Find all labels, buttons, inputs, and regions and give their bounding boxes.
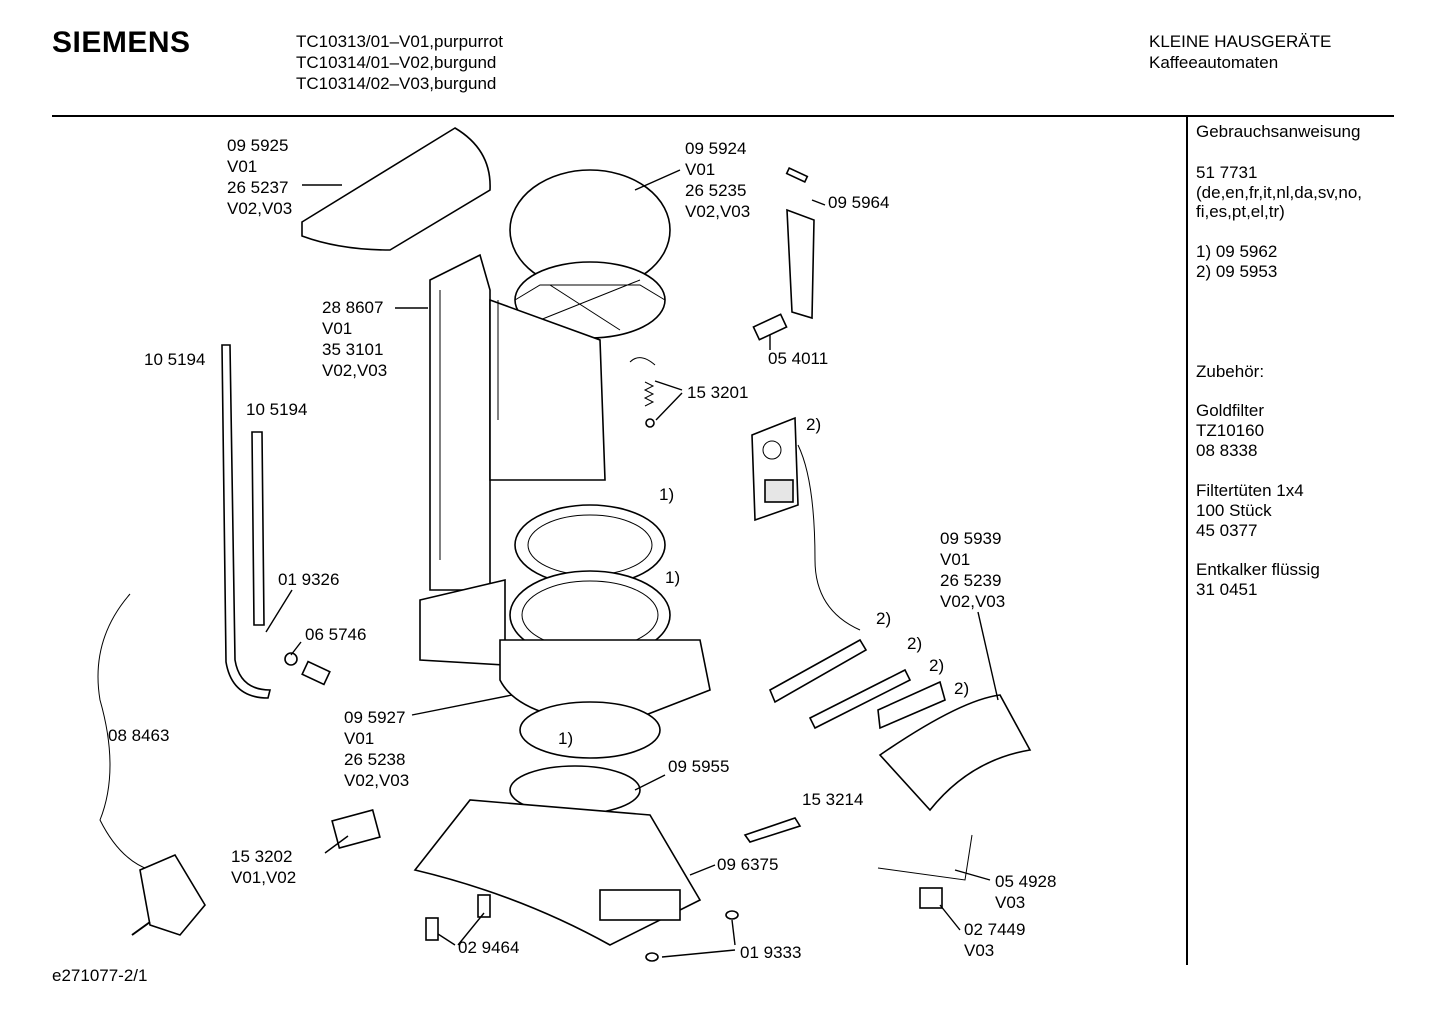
part-label: 06 5746: [305, 625, 367, 644]
big-lid-part: [509, 169, 671, 339]
accessory-item: 08 8338: [1196, 441, 1258, 460]
accessory-item: Filtertüten 1x4: [1196, 481, 1304, 500]
leader-lines: [265, 169, 999, 958]
part-label: 09 5964: [828, 193, 890, 212]
model-line: TC10314/02–V03,burgund: [296, 74, 497, 93]
part-label: 09 5955: [668, 757, 730, 776]
part-label: 01 9326: [278, 570, 340, 589]
cover-panel-part: [878, 694, 1032, 812]
footnote-marker: 2): [954, 679, 970, 698]
part-label: 05 4011: [768, 349, 829, 368]
sidebar-divider: [1186, 117, 1188, 965]
part-label: 01 9333: [740, 943, 802, 962]
part-label: 10 5194: [144, 350, 206, 369]
footnote-marker: 1): [665, 568, 681, 587]
header-divider: [52, 115, 1394, 117]
drawing-id: e271077-2/1: [52, 966, 148, 985]
accessory-item: Entkalker flüssig: [1196, 560, 1320, 579]
footnote-marker: 2): [929, 656, 945, 675]
accessory-item: Goldfilter: [1196, 401, 1265, 420]
foot-part: [477, 894, 491, 918]
footnote: 2) 09 5953: [1196, 262, 1278, 281]
model-line: TC10313/01–V01,purpurrot: [296, 32, 503, 51]
pcb-part: [751, 416, 946, 730]
filter-rings-part: [499, 504, 711, 759]
accessory-item: 100 Stück: [1196, 501, 1272, 520]
base-plate-part: [413, 765, 702, 946]
footnote: 1) 09 5962: [1196, 242, 1278, 261]
water-tubes-part: [221, 344, 331, 699]
manual-title: Gebrauchsanweisung: [1196, 122, 1361, 141]
accessory-item: 45 0377: [1196, 521, 1258, 540]
washer-part: [725, 910, 739, 920]
accessory-item: 31 0451: [1196, 580, 1258, 599]
manual-number: 51 7731: [1196, 163, 1258, 182]
switch-part: [919, 887, 943, 909]
manual-languages: (de,en,fr,it,nl,da,sv,no,: [1196, 183, 1362, 202]
footnote-marker: 2): [907, 634, 923, 653]
small-lid-part: [301, 127, 491, 251]
part-label: 08 8463: [108, 726, 170, 745]
pin-part: [752, 166, 815, 341]
accessory-item: TZ10160: [1196, 421, 1265, 440]
foot-part: [425, 917, 439, 941]
footnote-marker: 2): [806, 415, 822, 434]
manual-languages: fi,es,pt,el,tr): [1196, 202, 1285, 221]
part-label: 10 5194: [246, 400, 308, 419]
washer-part: [645, 952, 659, 962]
clip-part: [743, 817, 802, 843]
wire-part: [877, 834, 973, 881]
category-line: KLEINE HAUSGERÄTE: [1149, 32, 1332, 51]
category-line: Kaffeeautomaten: [1149, 53, 1279, 72]
brand-logo: SIEMENS: [52, 26, 191, 59]
spring-part: [629, 357, 656, 428]
part-label: 09 6375: [717, 855, 779, 874]
model-line: TC10314/01–V02,burgund: [296, 53, 497, 72]
part-label: 02 9464: [458, 938, 520, 957]
model-list: TC10313/01–V01,purpurrot TC10314/01–V02,…: [296, 31, 503, 94]
product-category: KLEINE HAUSGERÄTE Kaffeeautomaten: [1149, 31, 1331, 73]
part-label: 15 3214: [802, 790, 864, 809]
housing-part: [419, 253, 606, 666]
part-label: 15 3201: [687, 383, 749, 402]
footnote-marker: 1): [659, 485, 675, 504]
footnote-marker: 2): [876, 609, 892, 628]
footnote-marker: 1): [558, 729, 574, 748]
power-cord-part: [97, 593, 206, 936]
accessories-title: Zubehör:: [1196, 362, 1265, 381]
exploded-parts-diagram: [97, 127, 1032, 962]
